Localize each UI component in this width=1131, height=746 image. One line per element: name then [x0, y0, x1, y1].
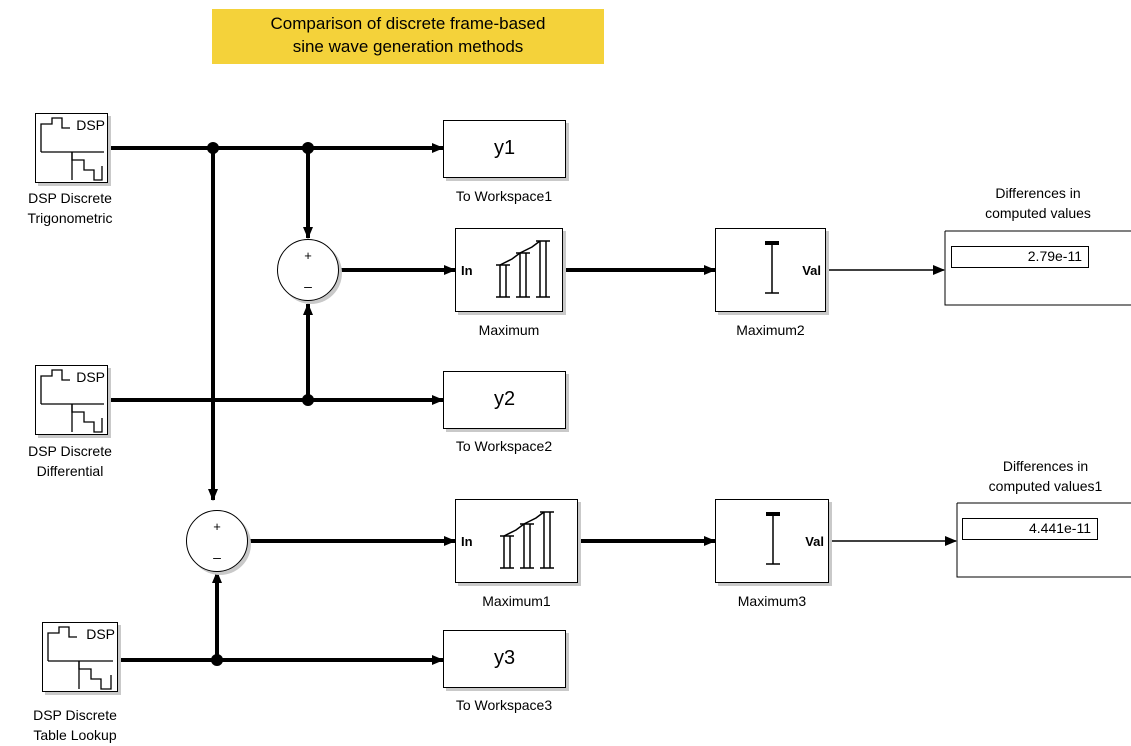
maximum-value-block[interactable]: Val: [715, 228, 826, 312]
input-port-label: In: [461, 263, 473, 278]
maximum-label: Maximum: [478, 322, 540, 338]
input-port-label: In: [461, 534, 473, 549]
subtract-block-2[interactable]: + –: [186, 510, 248, 572]
plus-sign: +: [213, 519, 221, 534]
minus-sign: –: [304, 278, 312, 294]
to-workspace-y2[interactable]: y2: [443, 371, 566, 429]
to-workspace-y3[interactable]: y3: [443, 630, 566, 688]
workspace-variable: y2: [493, 388, 516, 410]
sine-source-differential[interactable]: DSP: [35, 365, 108, 435]
maximum-value-block-1[interactable]: Val: [715, 499, 829, 583]
display-value: 4.441e-11: [962, 518, 1098, 540]
maximum-label: Maximum2: [736, 322, 805, 338]
dsp-badge: DSP: [86, 626, 115, 642]
branch-point: [207, 142, 219, 154]
subtract-block-1[interactable]: + –: [277, 239, 339, 301]
max-value-icon: [765, 241, 779, 294]
to-workspace-label: To Workspace2: [455, 438, 553, 454]
sine-source-table-lookup[interactable]: DSP: [42, 622, 118, 692]
title-line-2: sine wave generation methods: [292, 37, 524, 56]
branch-point: [211, 654, 223, 666]
max-value-icon: [766, 512, 780, 565]
display-value: 2.79e-11: [951, 246, 1089, 268]
model-title-annotation: Comparison of discrete frame-based sine …: [212, 9, 604, 64]
sine-wave-staircase-icon: [47, 626, 113, 690]
plus-sign: +: [304, 248, 312, 263]
dsp-badge: DSP: [76, 369, 105, 385]
workspace-variable: y3: [493, 647, 516, 669]
sine-wave-staircase-icon: [40, 117, 104, 181]
sine-wave-staircase-icon: [40, 369, 104, 433]
workspace-variable: y1: [493, 137, 516, 159]
branch-point: [302, 394, 314, 406]
output-port-label: Val: [805, 534, 824, 549]
to-workspace-label: To Workspace1: [455, 188, 553, 204]
running-max-icon: [496, 240, 550, 298]
title-line-1: Comparison of discrete frame-based: [270, 14, 546, 33]
output-port-label: Val: [802, 263, 821, 278]
maximum-running-block[interactable]: In: [455, 228, 563, 312]
running-max-icon: [500, 511, 554, 569]
branch-point: [302, 142, 314, 154]
dsp-badge: DSP: [76, 117, 105, 133]
maximum-label: Maximum3: [737, 593, 807, 609]
to-workspace-y1[interactable]: y1: [443, 120, 566, 178]
to-workspace-label: To Workspace3: [455, 697, 553, 713]
minus-sign: –: [213, 549, 221, 565]
maximum-label: Maximum1: [482, 593, 551, 609]
maximum-running-block-1[interactable]: In: [455, 499, 578, 583]
sine-source-trigonometric[interactable]: DSP: [35, 113, 108, 183]
